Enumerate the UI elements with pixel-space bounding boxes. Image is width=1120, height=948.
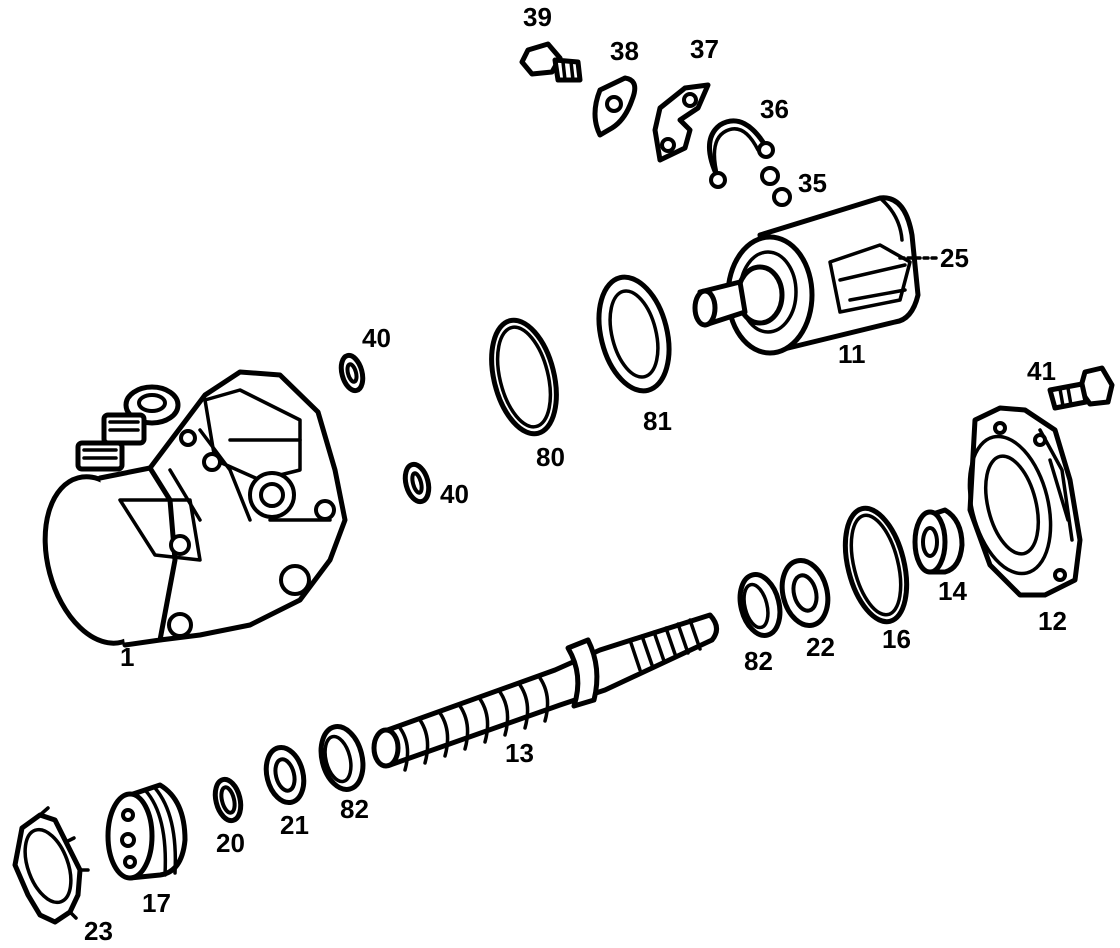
label-22: 22 xyxy=(806,632,835,662)
label-12: 12 xyxy=(1038,606,1067,636)
label-17: 17 xyxy=(142,888,171,918)
part-ring-80 xyxy=(489,317,559,437)
label-41: 41 xyxy=(1027,356,1056,386)
part-piston-11 xyxy=(692,195,921,356)
part-ring-40-lower xyxy=(402,461,432,505)
label-1: 1 xyxy=(120,642,134,672)
label-36: 36 xyxy=(760,94,789,124)
label-21: 21 xyxy=(280,810,309,840)
label-11: 11 xyxy=(838,339,866,369)
part-lockring-23 xyxy=(12,806,90,925)
part-bearing-14 xyxy=(912,507,965,575)
label-80: 80 xyxy=(536,442,565,472)
label-37: 37 xyxy=(690,34,719,64)
part-bolt-39 xyxy=(519,41,583,83)
label-20: 20 xyxy=(216,828,245,858)
label-40-lower: 40 xyxy=(440,479,469,509)
part-ring-40-upper xyxy=(338,352,366,394)
label-81: 81 xyxy=(643,406,672,436)
part-worm-shaft-13 xyxy=(371,612,719,772)
part-washer-22 xyxy=(779,558,831,628)
label-35: 35 xyxy=(798,168,827,198)
label-40-upper: 40 xyxy=(362,323,391,353)
label-25: 25 xyxy=(940,243,969,273)
label-38: 38 xyxy=(610,36,639,66)
label-82-lower: 82 xyxy=(340,794,369,824)
label-13: 13 xyxy=(505,738,534,768)
label-23: 23 xyxy=(84,916,113,946)
part-bolt-41 xyxy=(1047,365,1115,411)
part-housing xyxy=(42,369,348,648)
label-39: 39 xyxy=(523,2,552,32)
label-14: 14 xyxy=(938,576,967,606)
part-ring-20 xyxy=(212,776,244,824)
label-16: 16 xyxy=(882,624,911,654)
part-seal-81 xyxy=(596,274,672,394)
part-tube-36 xyxy=(707,118,775,189)
part-tab-38 xyxy=(592,75,638,138)
label-82-upper: 82 xyxy=(744,646,773,676)
part-balls-35 xyxy=(760,166,792,207)
part-ring-16 xyxy=(842,505,910,625)
part-plug-17 xyxy=(105,782,188,881)
part-seal-82-lower xyxy=(318,724,366,792)
part-clamp-37 xyxy=(652,82,711,163)
part-washer-21 xyxy=(263,744,307,806)
part-seal-82-upper xyxy=(737,572,783,638)
part-cover-12 xyxy=(967,405,1083,598)
